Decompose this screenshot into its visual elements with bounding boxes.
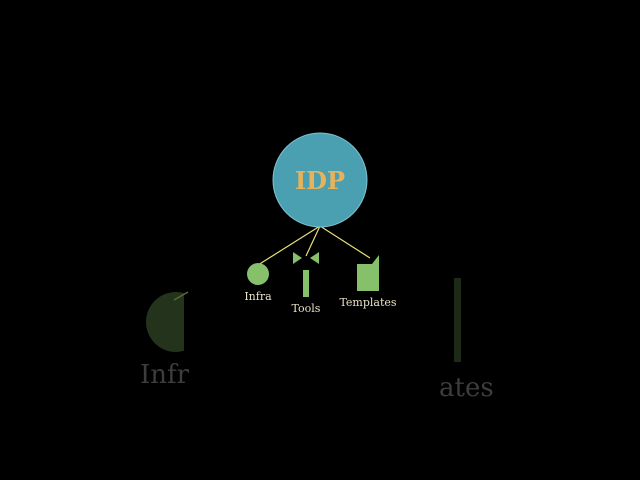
connector-infra [257, 225, 321, 266]
circle-icon [247, 263, 269, 285]
root-node[interactable]: IDP [272, 132, 368, 228]
root-label: IDP [295, 166, 345, 195]
connector-templates [319, 225, 371, 259]
ghost-connector [173, 291, 189, 301]
bowtie-tool-icon [293, 252, 319, 297]
child-node-infra[interactable]: Infra [244, 263, 272, 303]
ghost-circle-icon [146, 292, 184, 352]
ghost-bar-icon [454, 278, 461, 362]
connectors [257, 225, 371, 266]
ghost-layer: Infr ates [140, 278, 494, 403]
child-label-templates: Templates [339, 296, 396, 309]
connector-tools [305, 225, 321, 257]
ghost-label-right: ates [439, 373, 494, 403]
child-label-tools: Tools [292, 302, 321, 315]
folded-document-icon [357, 255, 379, 291]
root-circle [272, 132, 368, 228]
child-label-infra: Infra [244, 290, 272, 303]
child-node-tools[interactable]: Tools [292, 252, 321, 315]
child-node-templates[interactable]: Templates [339, 255, 397, 309]
ghost-label-left: Infr [140, 360, 190, 390]
